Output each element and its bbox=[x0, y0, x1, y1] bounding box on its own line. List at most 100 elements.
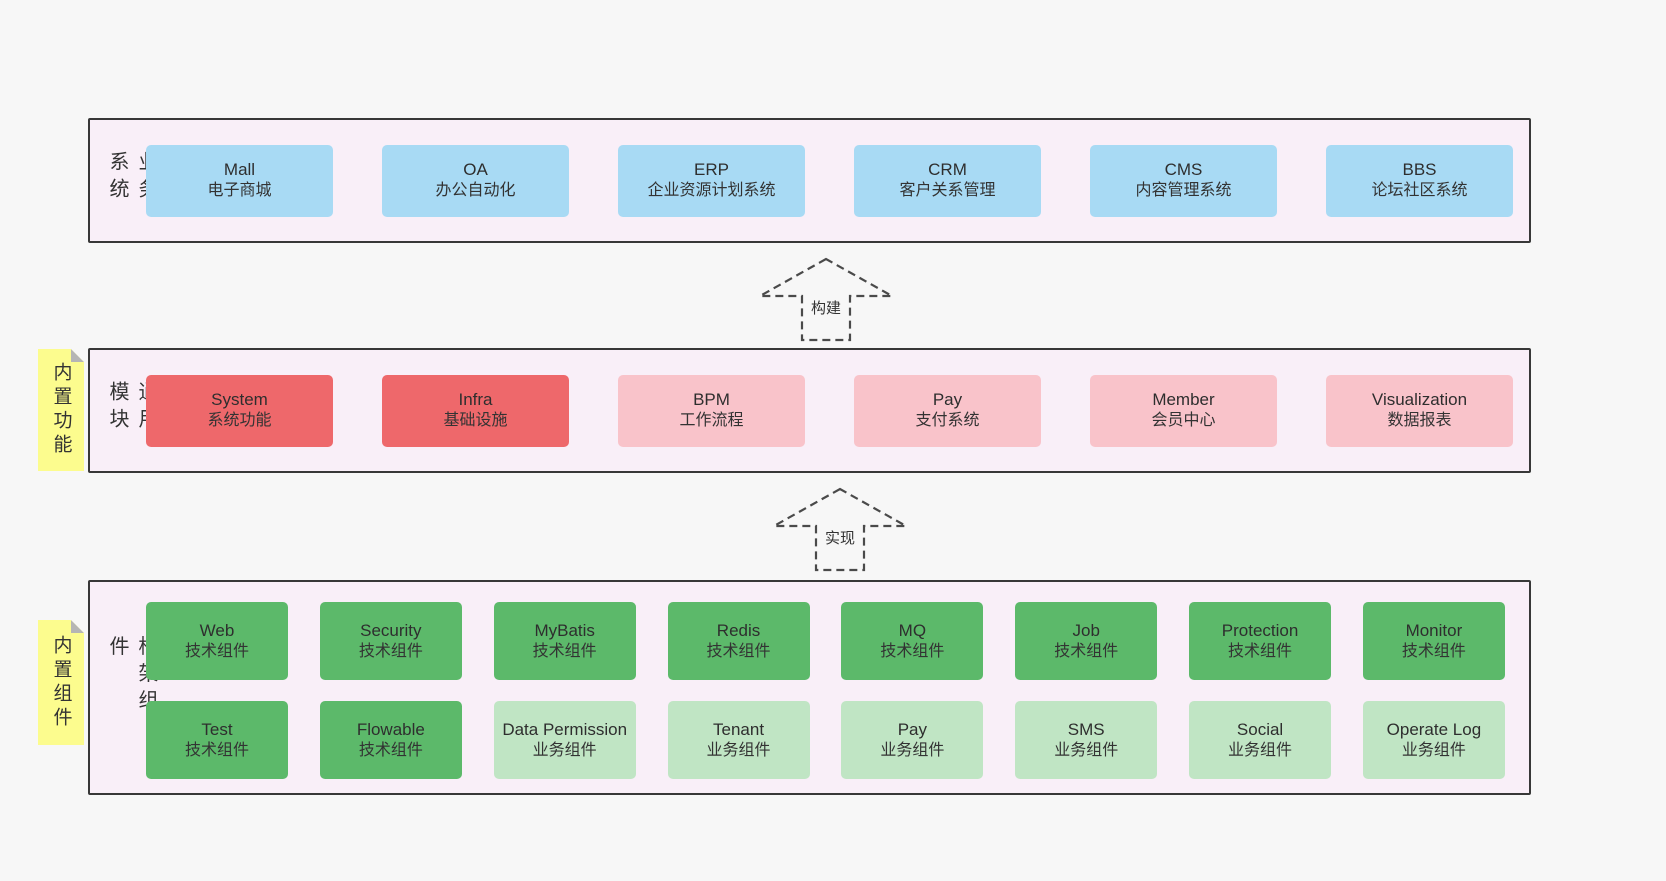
framework-boxes-row2: Test 技术组件 Flowable 技术组件 Data Permission … bbox=[146, 701, 1505, 779]
box-sms: SMS 业务组件 bbox=[1015, 701, 1158, 779]
box-subtitle: 业务组件 bbox=[706, 741, 771, 759]
box-title: SMS bbox=[1067, 719, 1105, 739]
box-subtitle: 业务组件 bbox=[1054, 741, 1119, 759]
box-subtitle: 技术组件 bbox=[1228, 642, 1293, 660]
box-subtitle: 业务组件 bbox=[880, 741, 945, 759]
box-title: Mall bbox=[223, 160, 256, 180]
band-business-systems: 业务系统 Mall 电子商城 OA 办公自动化 ERP 企业资源计划系统 CRM… bbox=[88, 118, 1531, 243]
business-boxes-row: Mall 电子商城 OA 办公自动化 ERP 企业资源计划系统 CRM 客户关系… bbox=[146, 144, 1513, 217]
box-subtitle: 会员中心 bbox=[1151, 412, 1216, 430]
box-subtitle: 技术组件 bbox=[358, 741, 423, 759]
box-title: Test bbox=[201, 719, 233, 739]
box-subtitle: 业务组件 bbox=[1401, 741, 1466, 759]
box-operate-log: Operate Log 业务组件 bbox=[1362, 701, 1505, 779]
sticky-fold-icon bbox=[71, 349, 84, 362]
box-subtitle: 技术组件 bbox=[184, 642, 249, 660]
box-title: CRM bbox=[928, 160, 967, 180]
box-title: BPM bbox=[693, 390, 730, 410]
box-subtitle: 支付系统 bbox=[915, 412, 980, 430]
arrow-implement-label: 实现 bbox=[821, 526, 859, 549]
box-title: MyBatis bbox=[534, 620, 595, 640]
box-title: Social bbox=[1236, 719, 1284, 739]
box-subtitle: 技术组件 bbox=[1401, 642, 1466, 660]
box-subtitle: 企业资源计划系统 bbox=[647, 182, 776, 200]
box-title: System bbox=[211, 390, 268, 410]
box-title: Member bbox=[1152, 390, 1215, 410]
box-title: Tenant bbox=[713, 719, 765, 739]
dashed-up-arrow-icon bbox=[769, 487, 911, 572]
box-title: MQ bbox=[898, 620, 927, 640]
box-title: Monitor bbox=[1405, 620, 1463, 640]
box-visualization: Visualization 数据报表 bbox=[1326, 374, 1513, 447]
box-data-permission: Data Permission 业务组件 bbox=[493, 701, 636, 779]
box-subtitle: 数据报表 bbox=[1387, 412, 1452, 430]
box-subtitle: 技术组件 bbox=[184, 741, 249, 759]
box-web: Web 技术组件 bbox=[146, 602, 288, 680]
box-subtitle: 业务组件 bbox=[532, 741, 597, 759]
box-title: Flowable bbox=[356, 719, 425, 739]
box-subtitle: 技术组件 bbox=[706, 642, 771, 660]
band-framework-components: 框架组件 Web 技术组件 Security 技术组件 MyBatis 技术组件… bbox=[88, 580, 1531, 795]
sticky-builtin-components: 内置组件 bbox=[38, 620, 84, 745]
box-mybatis: MyBatis 技术组件 bbox=[493, 602, 636, 680]
box-subtitle: 办公自动化 bbox=[435, 182, 516, 200]
box-title: Infra bbox=[458, 390, 493, 410]
box-infra: Infra 基础设施 bbox=[382, 374, 569, 447]
box-tenant: Tenant 业务组件 bbox=[667, 701, 810, 779]
sticky-fold-icon bbox=[71, 620, 84, 633]
box-pay-component: Pay 业务组件 bbox=[841, 701, 984, 779]
box-pay: Pay 支付系统 bbox=[854, 374, 1041, 447]
arrow-build-label: 构建 bbox=[807, 296, 845, 319]
box-subtitle: 技术组件 bbox=[358, 642, 423, 660]
box-social: Social 业务组件 bbox=[1189, 701, 1332, 779]
box-title: Operate Log bbox=[1386, 719, 1482, 739]
box-title: ERP bbox=[694, 160, 729, 180]
box-job: Job 技术组件 bbox=[1015, 602, 1158, 680]
modules-boxes-row: System 系统功能 Infra 基础设施 BPM 工作流程 Pay 支付系统… bbox=[146, 374, 1513, 447]
box-monitor: Monitor 技术组件 bbox=[1362, 602, 1505, 680]
box-mall: Mall 电子商城 bbox=[146, 144, 333, 217]
box-subtitle: 技术组件 bbox=[1054, 642, 1119, 660]
box-subtitle: 工作流程 bbox=[679, 412, 744, 430]
box-subtitle: 基础设施 bbox=[443, 412, 508, 430]
sticky-builtin-features: 内置功能 bbox=[38, 349, 84, 471]
arrow-implement: 实现 bbox=[769, 486, 911, 574]
box-title: Redis bbox=[716, 620, 761, 640]
box-bpm: BPM 工作流程 bbox=[618, 374, 805, 447]
box-subtitle: 技术组件 bbox=[880, 642, 945, 660]
box-title: Security bbox=[360, 620, 422, 640]
sticky-builtin-components-label: 内置组件 bbox=[50, 634, 72, 731]
box-redis: Redis 技术组件 bbox=[667, 602, 810, 680]
box-security: Security 技术组件 bbox=[319, 602, 462, 680]
box-oa: OA 办公自动化 bbox=[382, 144, 569, 217]
band-common-modules: 通用模块 System 系统功能 Infra 基础设施 BPM 工作流程 Pay… bbox=[88, 348, 1531, 473]
box-title: Protection bbox=[1221, 620, 1299, 640]
box-subtitle: 内容管理系统 bbox=[1135, 182, 1232, 200]
box-cms: CMS 内容管理系统 bbox=[1090, 144, 1277, 217]
box-mq: MQ 技术组件 bbox=[841, 602, 984, 680]
framework-boxes-row1: Web 技术组件 Security 技术组件 MyBatis 技术组件 Redi… bbox=[146, 602, 1505, 680]
box-member: Member 会员中心 bbox=[1090, 374, 1277, 447]
box-bbs: BBS 论坛社区系统 bbox=[1326, 144, 1513, 217]
box-title: OA bbox=[463, 160, 488, 180]
box-subtitle: 客户关系管理 bbox=[899, 182, 996, 200]
arrow-build: 构建 bbox=[755, 256, 897, 344]
box-subtitle: 系统功能 bbox=[207, 412, 272, 430]
box-crm: CRM 客户关系管理 bbox=[854, 144, 1041, 217]
box-subtitle: 技术组件 bbox=[532, 642, 597, 660]
box-flowable: Flowable 技术组件 bbox=[319, 701, 462, 779]
box-subtitle: 电子商城 bbox=[207, 182, 272, 200]
box-subtitle: 业务组件 bbox=[1228, 741, 1293, 759]
box-title: Visualization bbox=[1371, 390, 1468, 410]
box-title: Pay bbox=[932, 390, 963, 410]
box-test: Test 技术组件 bbox=[146, 701, 288, 779]
box-title: Job bbox=[1072, 620, 1100, 640]
box-subtitle: 论坛社区系统 bbox=[1371, 182, 1468, 200]
sticky-builtin-features-label: 内置功能 bbox=[50, 362, 72, 458]
box-title: Web bbox=[199, 620, 235, 640]
box-title: Data Permission bbox=[502, 719, 628, 739]
box-title: Pay bbox=[897, 719, 928, 739]
box-system: System 系统功能 bbox=[146, 374, 333, 447]
box-title: BBS bbox=[1402, 160, 1437, 180]
